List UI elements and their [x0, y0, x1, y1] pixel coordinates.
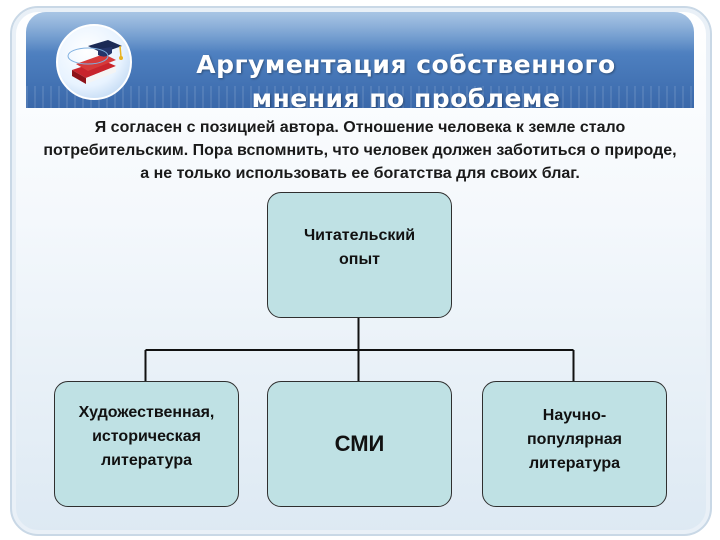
node-reader-experience-label: Читательский опыт	[303, 227, 416, 268]
slide-title-line2: мнения по проблеме	[251, 84, 561, 108]
logo-graphic	[67, 40, 123, 84]
node-mass-media-label: СМИ	[334, 431, 385, 456]
node-fiction-literature: Художественная, историческая литература	[54, 381, 239, 507]
banner-shine	[26, 12, 694, 52]
title-banner: Аргументация собственного мнения по проб…	[26, 12, 694, 108]
node-popular-science-literature: Научно- популярная литература	[482, 381, 667, 507]
graduation-cap-book-icon	[56, 24, 132, 100]
node-mass-media: СМИ	[267, 381, 452, 507]
node-fiction-literature-label: Художественная, историческая литература	[78, 404, 215, 469]
slide-title: Аргументация собственного мнения по проб…	[146, 48, 666, 108]
node-popular-science-literature-label: Научно- популярная литература	[527, 407, 622, 472]
banner-stripes	[26, 86, 694, 108]
node-reader-experience: Читательский опыт	[267, 192, 452, 318]
author-position-statement: Я согласен с позицией автора. Отношение …	[43, 119, 677, 182]
slide-title-line1: Аргументация собственного	[196, 50, 616, 79]
